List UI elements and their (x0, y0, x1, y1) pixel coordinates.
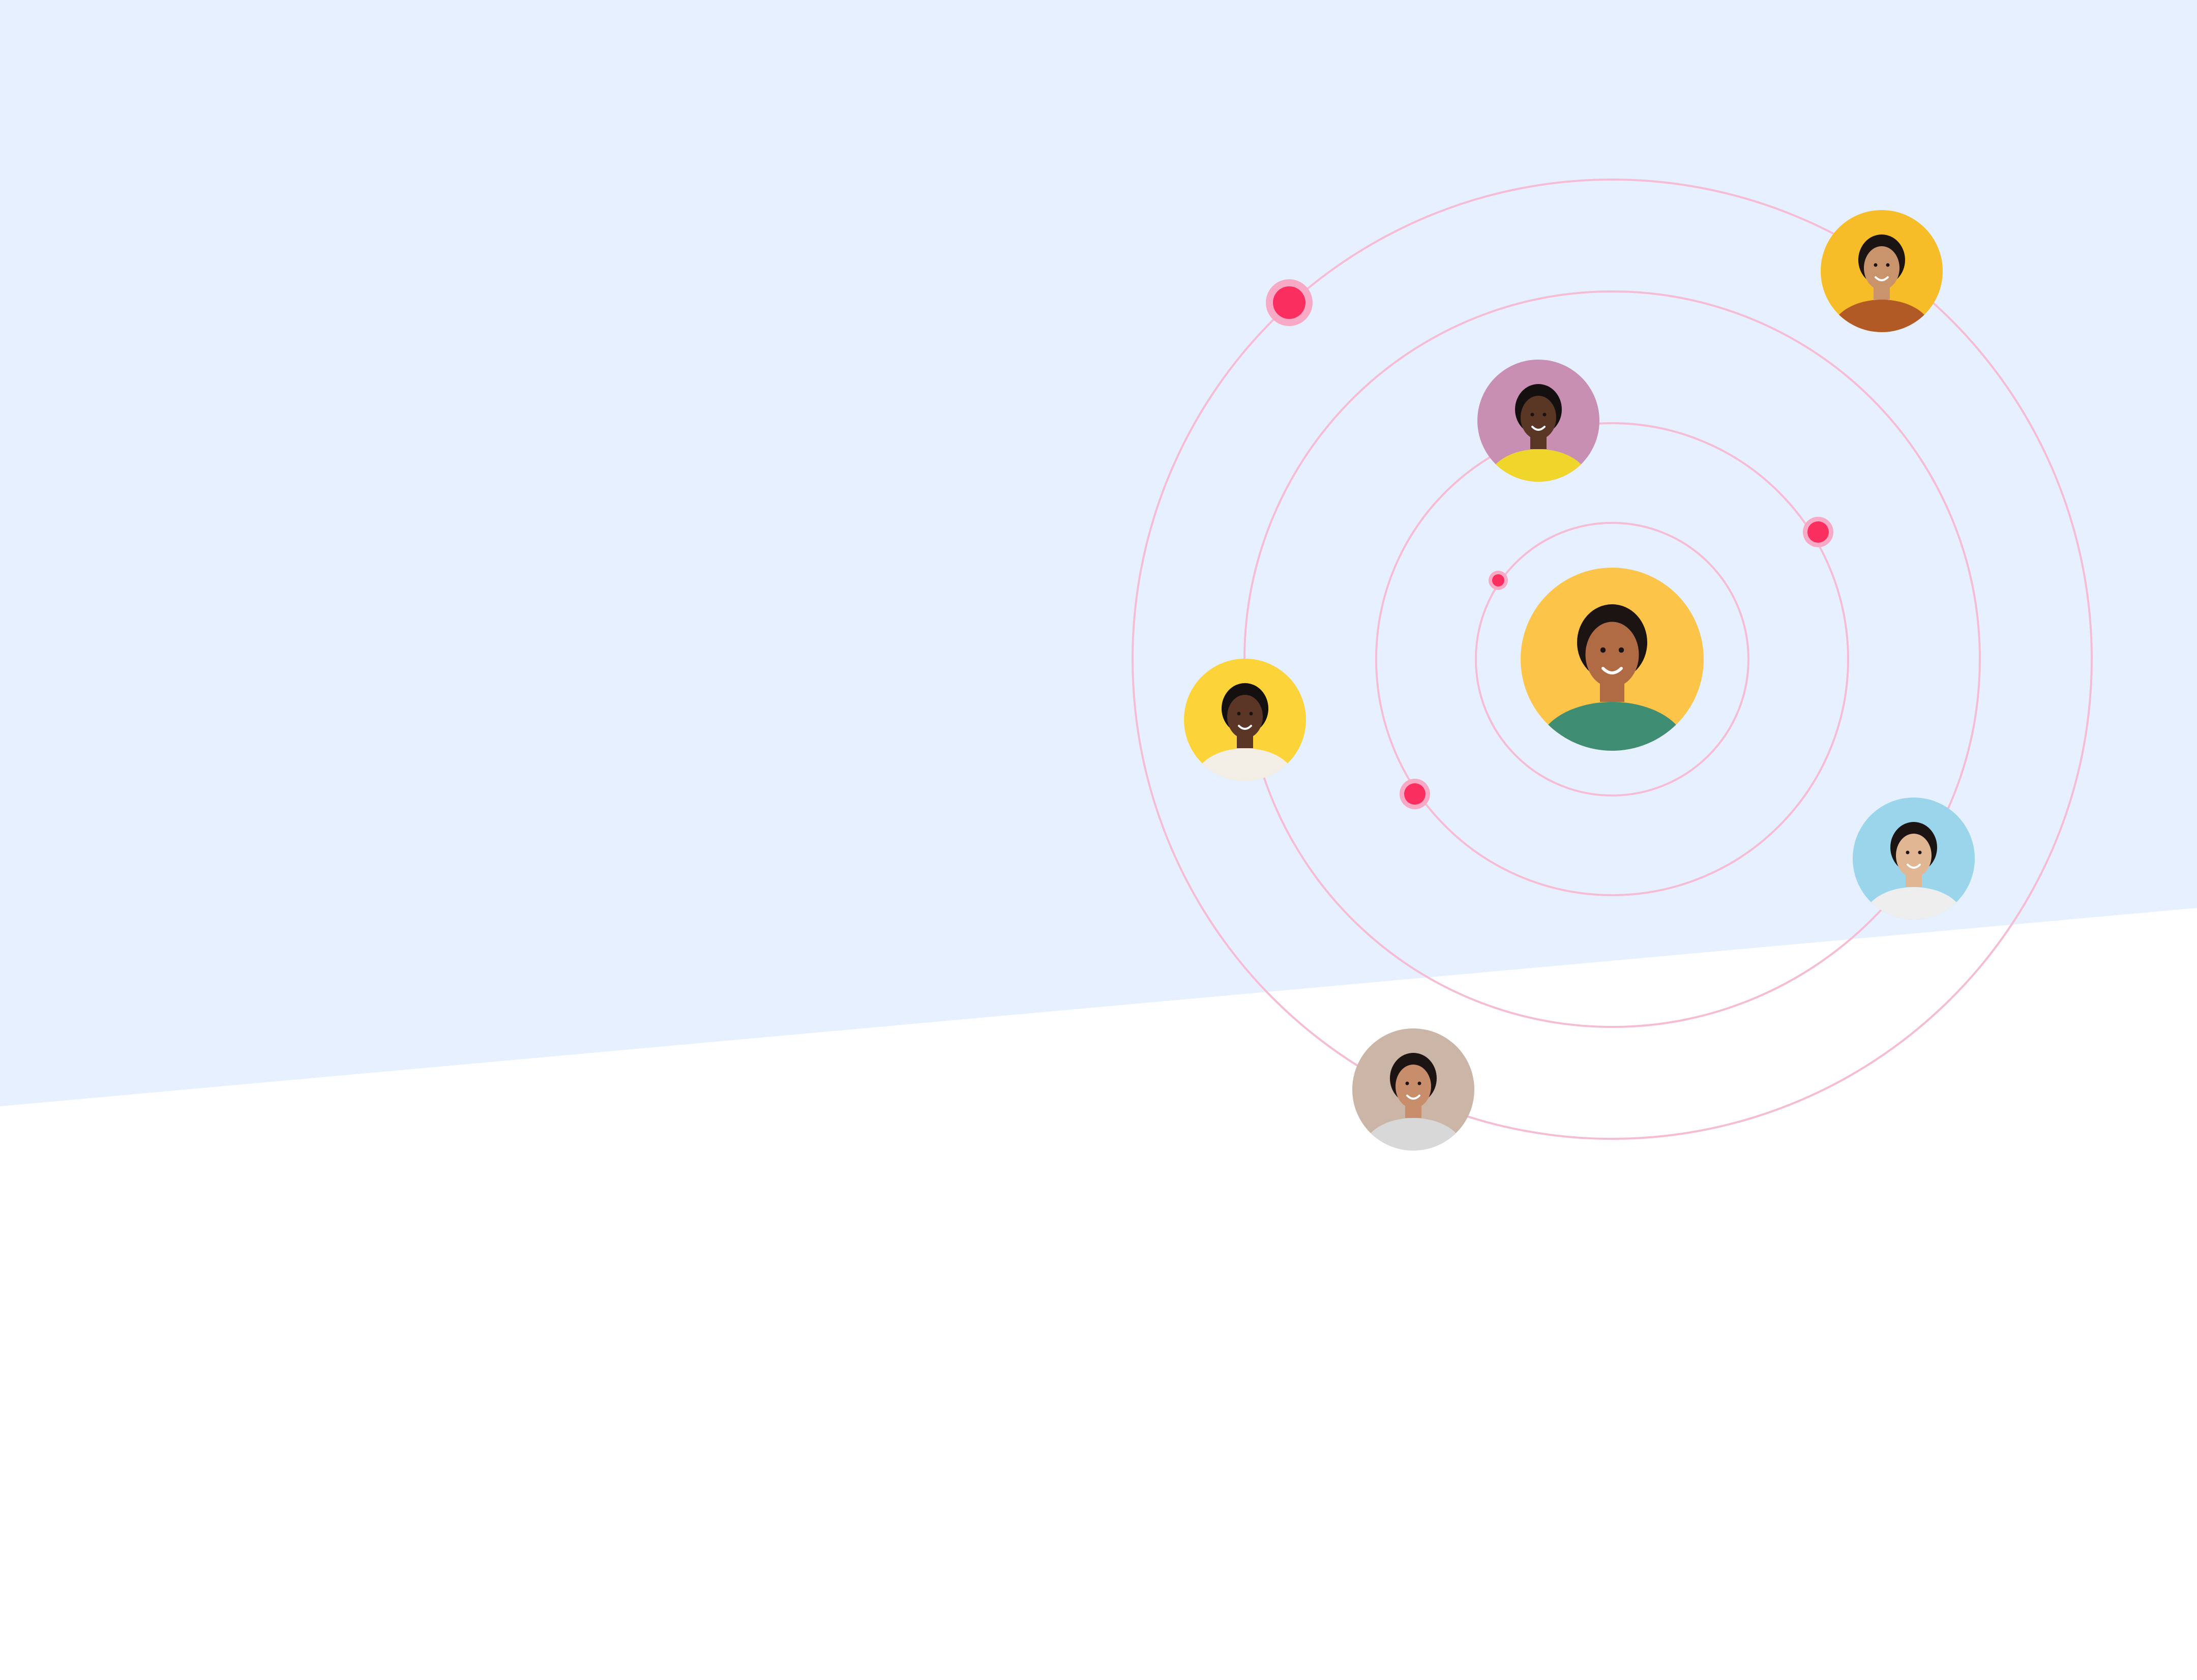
orbit-ring-outer (1132, 179, 2093, 1140)
orbit-ring-second (1375, 422, 1849, 896)
orbit-ring-inner (1475, 522, 1749, 797)
avatar-smile (1907, 864, 1921, 869)
avatar-face (1896, 834, 1932, 877)
avatar-shirt (1195, 748, 1295, 781)
avatar-portrait (1195, 683, 1295, 781)
avatar-smile (1875, 276, 1889, 281)
avatar-eye (1417, 1081, 1421, 1085)
avatar-eye (1405, 1081, 1409, 1085)
avatar-eye (1906, 850, 1910, 854)
avatar-portrait (1489, 384, 1588, 482)
avatar-eye (1918, 850, 1922, 854)
orbit-dot-small (1489, 571, 1508, 590)
avatar-eye (1530, 412, 1534, 417)
avatar-shirt (1832, 300, 1932, 332)
avatar-eye (1874, 263, 1878, 267)
orbit-dot-right (1803, 517, 1833, 547)
background-band (0, 0, 2197, 1106)
avatar-shirt (1537, 702, 1687, 751)
avatar-woman-bubblegum (1477, 360, 1599, 482)
avatar-smile (1406, 1095, 1420, 1100)
avatar-eye (1542, 412, 1547, 417)
orbit-dots (1266, 279, 1833, 809)
avatar-eye (1600, 647, 1606, 653)
avatar-man-beard (1352, 1028, 1474, 1151)
avatar-eye (1249, 712, 1253, 716)
avatar-man-thinking (1853, 798, 1975, 920)
avatar-eye (1886, 263, 1890, 267)
avatar-face (1864, 246, 1899, 290)
avatar-face (1227, 695, 1263, 739)
orbit-rings (1132, 179, 2093, 1140)
avatar-face (1521, 396, 1556, 439)
avatar-portrait (1537, 604, 1687, 751)
avatar-young-man-curly-hair (1521, 568, 1704, 751)
avatar-smile (1601, 667, 1623, 674)
orbit-dot-lower (1400, 779, 1430, 809)
avatar-smile (1238, 725, 1252, 730)
avatar-portrait (1832, 234, 1932, 332)
avatar-shirt (1864, 887, 1964, 920)
avatar-eye (1237, 712, 1241, 716)
avatar-face (1396, 1065, 1431, 1108)
avatar-shirt (1363, 1118, 1463, 1151)
avatar-woman-long-dark-hair (1821, 210, 1943, 332)
avatar-eye (1618, 647, 1624, 653)
avatar-portrait (1864, 822, 1964, 920)
avatar-smile (1531, 426, 1546, 431)
avatar-shirt (1489, 449, 1588, 482)
avatar-woman-laughing (1184, 659, 1306, 781)
avatar-face (1585, 622, 1639, 688)
orbit-dot-large (1266, 279, 1313, 326)
avatar-portrait (1363, 1053, 1463, 1151)
